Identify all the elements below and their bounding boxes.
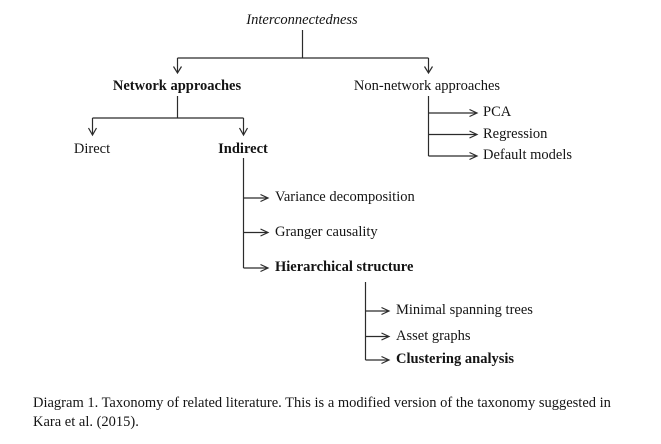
arrowhead-direct bbox=[87, 127, 98, 137]
node-interconnectedness: Interconnectedness bbox=[246, 12, 358, 28]
node-asset-graphs: Asset graphs bbox=[396, 328, 471, 344]
caption-line-1: Diagram 1. Taxonomy of related literatur… bbox=[33, 395, 536, 411]
arrowhead-granger-causality bbox=[260, 228, 270, 237]
arrowhead-minimal-spanning-trees bbox=[381, 306, 391, 316]
node-direct: Direct bbox=[73, 141, 111, 157]
figure-caption: Diagram 1. Taxonomy of related literatur… bbox=[33, 394, 633, 432]
node-variance-decomposition: Variance decomposition bbox=[275, 189, 415, 205]
arrowhead-nonnetwork-approaches bbox=[423, 66, 434, 75]
node-minimal-spanning-trees: Minimal spanning trees bbox=[396, 302, 533, 318]
node-network-approaches: Network approaches bbox=[112, 78, 242, 94]
caption-line-2: suggested in Kara et al. (2015). bbox=[33, 395, 611, 430]
node-non-network-approaches: Non-network approaches bbox=[353, 78, 501, 94]
node-pca: PCA bbox=[483, 104, 512, 120]
node-default-models: Default models bbox=[483, 147, 572, 163]
arrowhead-variance-decomposition bbox=[260, 193, 270, 203]
node-regression: Regression bbox=[483, 126, 548, 142]
node-hierarchical-structure: Hierarchical structure bbox=[275, 259, 414, 275]
arrowhead-asset-graphs bbox=[381, 332, 391, 341]
arrowhead-network-approaches bbox=[172, 66, 183, 75]
node-clustering-analysis: Clustering analysis bbox=[396, 351, 515, 367]
arrowhead-indirect bbox=[238, 127, 249, 137]
node-indirect: Indirect bbox=[218, 141, 268, 157]
node-granger-causality: Granger causality bbox=[275, 224, 378, 240]
arrowhead-regression bbox=[469, 130, 479, 139]
arrowhead-hierarchical-structure bbox=[260, 263, 270, 273]
arrowhead-clustering-analysis bbox=[381, 355, 391, 365]
arrowhead-default-models bbox=[469, 151, 479, 161]
arrowhead-pca bbox=[469, 108, 479, 118]
